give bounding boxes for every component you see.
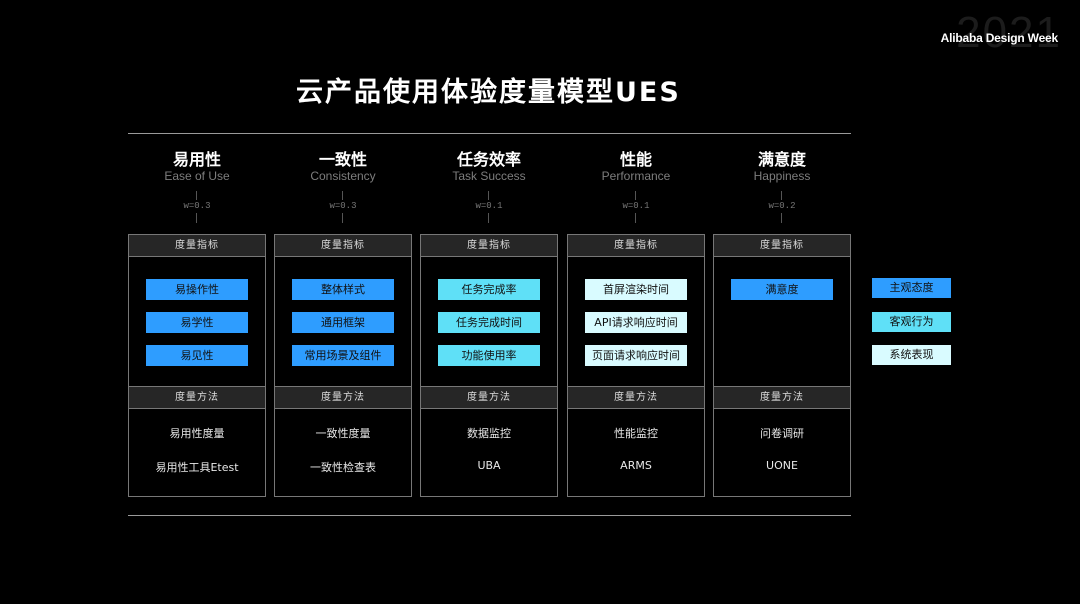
method-item: 性能监控	[614, 427, 658, 440]
dimension-name: 一致性	[318, 150, 367, 169]
method-item: UONE	[766, 459, 798, 472]
method-item: 问卷调研	[760, 427, 804, 440]
connector-line	[196, 213, 197, 223]
dimension-name: 性能	[619, 150, 652, 169]
dimension-weight: w=0.1	[475, 201, 503, 211]
metric-chip: 功能使用率	[438, 345, 540, 366]
legend-objective: 客观行为	[872, 312, 951, 332]
bottom-divider	[128, 515, 851, 516]
method-item: 数据监控	[467, 427, 511, 440]
metric-chip: 首屏渲染时间	[585, 279, 687, 300]
dimension-card: 度量指标整体样式通用框架常用场景及组件度量方法一致性度量一致性检查表	[274, 234, 412, 497]
dimension-english: Happiness	[753, 169, 811, 183]
metric-chip: 常用场景及组件	[292, 345, 394, 366]
methods-band: 度量方法	[129, 386, 265, 409]
dimension-card: 度量指标任务完成率任务完成时间功能使用率度量方法数据监控 UBA	[420, 234, 558, 497]
metrics-band: 度量指标	[129, 235, 265, 257]
connector-line	[196, 191, 197, 200]
metric-chip: 页面请求响应时间	[585, 345, 687, 366]
dimension-name: 满意度	[757, 150, 806, 169]
method-item: 一致性检查表	[310, 461, 376, 474]
connector-line	[635, 213, 636, 223]
method-item: UBA	[477, 459, 501, 472]
metric-chip: 整体样式	[292, 279, 394, 300]
dimension-english: Task Success	[452, 169, 526, 183]
legend-system: 系统表现	[872, 345, 951, 365]
dimension-weight: w=0.3	[183, 201, 211, 211]
connector-line	[781, 191, 782, 200]
dimension-weight: w=0.2	[768, 201, 796, 211]
dimension-english: Ease of Use	[164, 169, 230, 183]
method-item: 易用性工具Etest	[155, 461, 239, 474]
dimension-english: Performance	[601, 169, 671, 183]
metric-chip: 易操作性	[146, 279, 248, 300]
metrics-band: 度量指标	[568, 235, 704, 257]
legend-subjective: 主观态度	[872, 278, 951, 298]
year-watermark: 2021	[956, 8, 1062, 57]
metric-chip: 满意度	[731, 279, 833, 300]
methods-band: 度量方法	[714, 386, 850, 409]
metric-chip: 通用框架	[292, 312, 394, 333]
dimension-weight: w=0.1	[622, 201, 650, 211]
connector-line	[342, 213, 343, 223]
methods-band: 度量方法	[568, 386, 704, 409]
metric-chip: 任务完成率	[438, 279, 540, 300]
methods-band: 度量方法	[275, 386, 411, 409]
dimension-name: 任务效率	[456, 150, 521, 169]
methods-band: 度量方法	[421, 386, 557, 409]
connector-line	[635, 191, 636, 200]
dimension-card: 度量指标满意度度量方法问卷调研 UONE	[713, 234, 851, 497]
metric-chip: 易见性	[146, 345, 248, 366]
connector-line	[342, 191, 343, 200]
dimension-card: 度量指标首屏渲染时间 API请求响应时间页面请求响应时间度量方法性能监控 ARMS	[567, 234, 705, 497]
method-item: ARMS	[620, 459, 652, 472]
brand-logo: Alibaba Design Week	[940, 31, 1059, 45]
method-item: 一致性度量	[315, 427, 371, 440]
dimension-english: Consistency	[310, 169, 376, 183]
metric-chip: 易学性	[146, 312, 248, 333]
metrics-band: 度量指标	[275, 235, 411, 257]
metrics-band: 度量指标	[421, 235, 557, 257]
connector-line	[488, 213, 489, 223]
metric-chip: 任务完成时间	[438, 312, 540, 333]
connector-line	[781, 213, 782, 223]
dimension-name: 易用性	[172, 150, 221, 169]
page-title: 云产品使用体验度量模型UES	[296, 77, 681, 108]
connector-line	[488, 191, 489, 200]
metrics-band: 度量指标	[714, 235, 850, 257]
dimension-weight: w=0.3	[329, 201, 357, 211]
method-item: 易用性度量	[169, 427, 225, 440]
metric-chip: API请求响应时间	[585, 312, 687, 333]
top-divider	[128, 133, 851, 134]
dimension-card: 度量指标易操作性易学性易见性度量方法易用性度量易用性工具Etest	[128, 234, 266, 497]
